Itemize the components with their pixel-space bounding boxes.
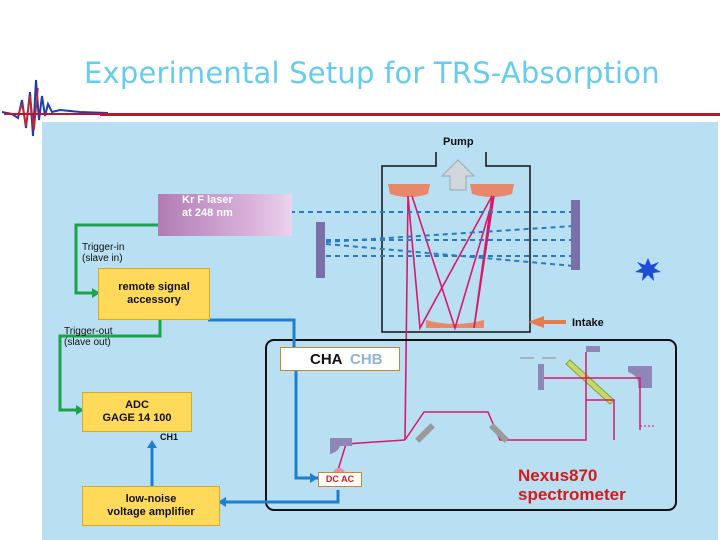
trigger-out-label: Trigger-out (slave out) <box>64 326 113 348</box>
cha-label: CHA <box>310 351 343 368</box>
chb-label: CHB <box>350 351 383 368</box>
slide-title: Experimental Setup for TRS-Absorption <box>84 56 660 90</box>
diagram-panel <box>42 122 718 540</box>
mirror-right <box>571 200 580 270</box>
intake-label: Intake <box>572 317 604 329</box>
remote-label-line1: remote signal <box>118 281 190 293</box>
pump-label: Pump <box>443 136 474 148</box>
spectrometer-box <box>265 339 677 511</box>
pump-arrow-icon <box>440 159 476 191</box>
mirror-left <box>316 222 325 278</box>
waveform-logo-icon <box>1 79 109 137</box>
remote-signal-box: remote signal accessory <box>98 268 210 320</box>
trigger-connections <box>58 223 162 412</box>
amp-label-line1: low-noise <box>125 493 177 505</box>
intake-arrow-icon <box>528 316 566 328</box>
flash-icon <box>635 258 661 281</box>
amp-label-line2: voltage amplifier <box>107 506 195 518</box>
krf-laser-box: Kr F laser at 248 nm <box>158 194 292 236</box>
channel-selector <box>280 347 400 371</box>
header-divider <box>100 113 720 116</box>
adc-label-line1: ADC <box>125 399 149 411</box>
amplifier-box: low-noise voltage amplifier <box>82 486 220 526</box>
laser-label-line2: at 248 nm <box>182 207 233 219</box>
spectrometer-label: Nexus870 spectrometer <box>518 466 626 504</box>
laser-label-line1: Kr F laser <box>182 194 233 206</box>
sample-chamber <box>381 152 531 333</box>
laser-beam <box>290 211 575 267</box>
dc-ac-label: DC AC <box>318 472 362 487</box>
adc-label-line2: GAGE 14 100 <box>102 412 172 424</box>
multipass-beam <box>404 195 495 441</box>
ch1-label: CH1 <box>160 432 179 442</box>
top-mirror-left <box>388 184 430 197</box>
adc-box: ADC GAGE 14 100 <box>82 392 192 432</box>
remote-label-line2: accessory <box>127 294 181 306</box>
bottom-mirror <box>426 320 484 328</box>
trigger-in-label: Trigger-in (slave in) <box>82 242 125 264</box>
top-mirror-right <box>470 184 514 197</box>
